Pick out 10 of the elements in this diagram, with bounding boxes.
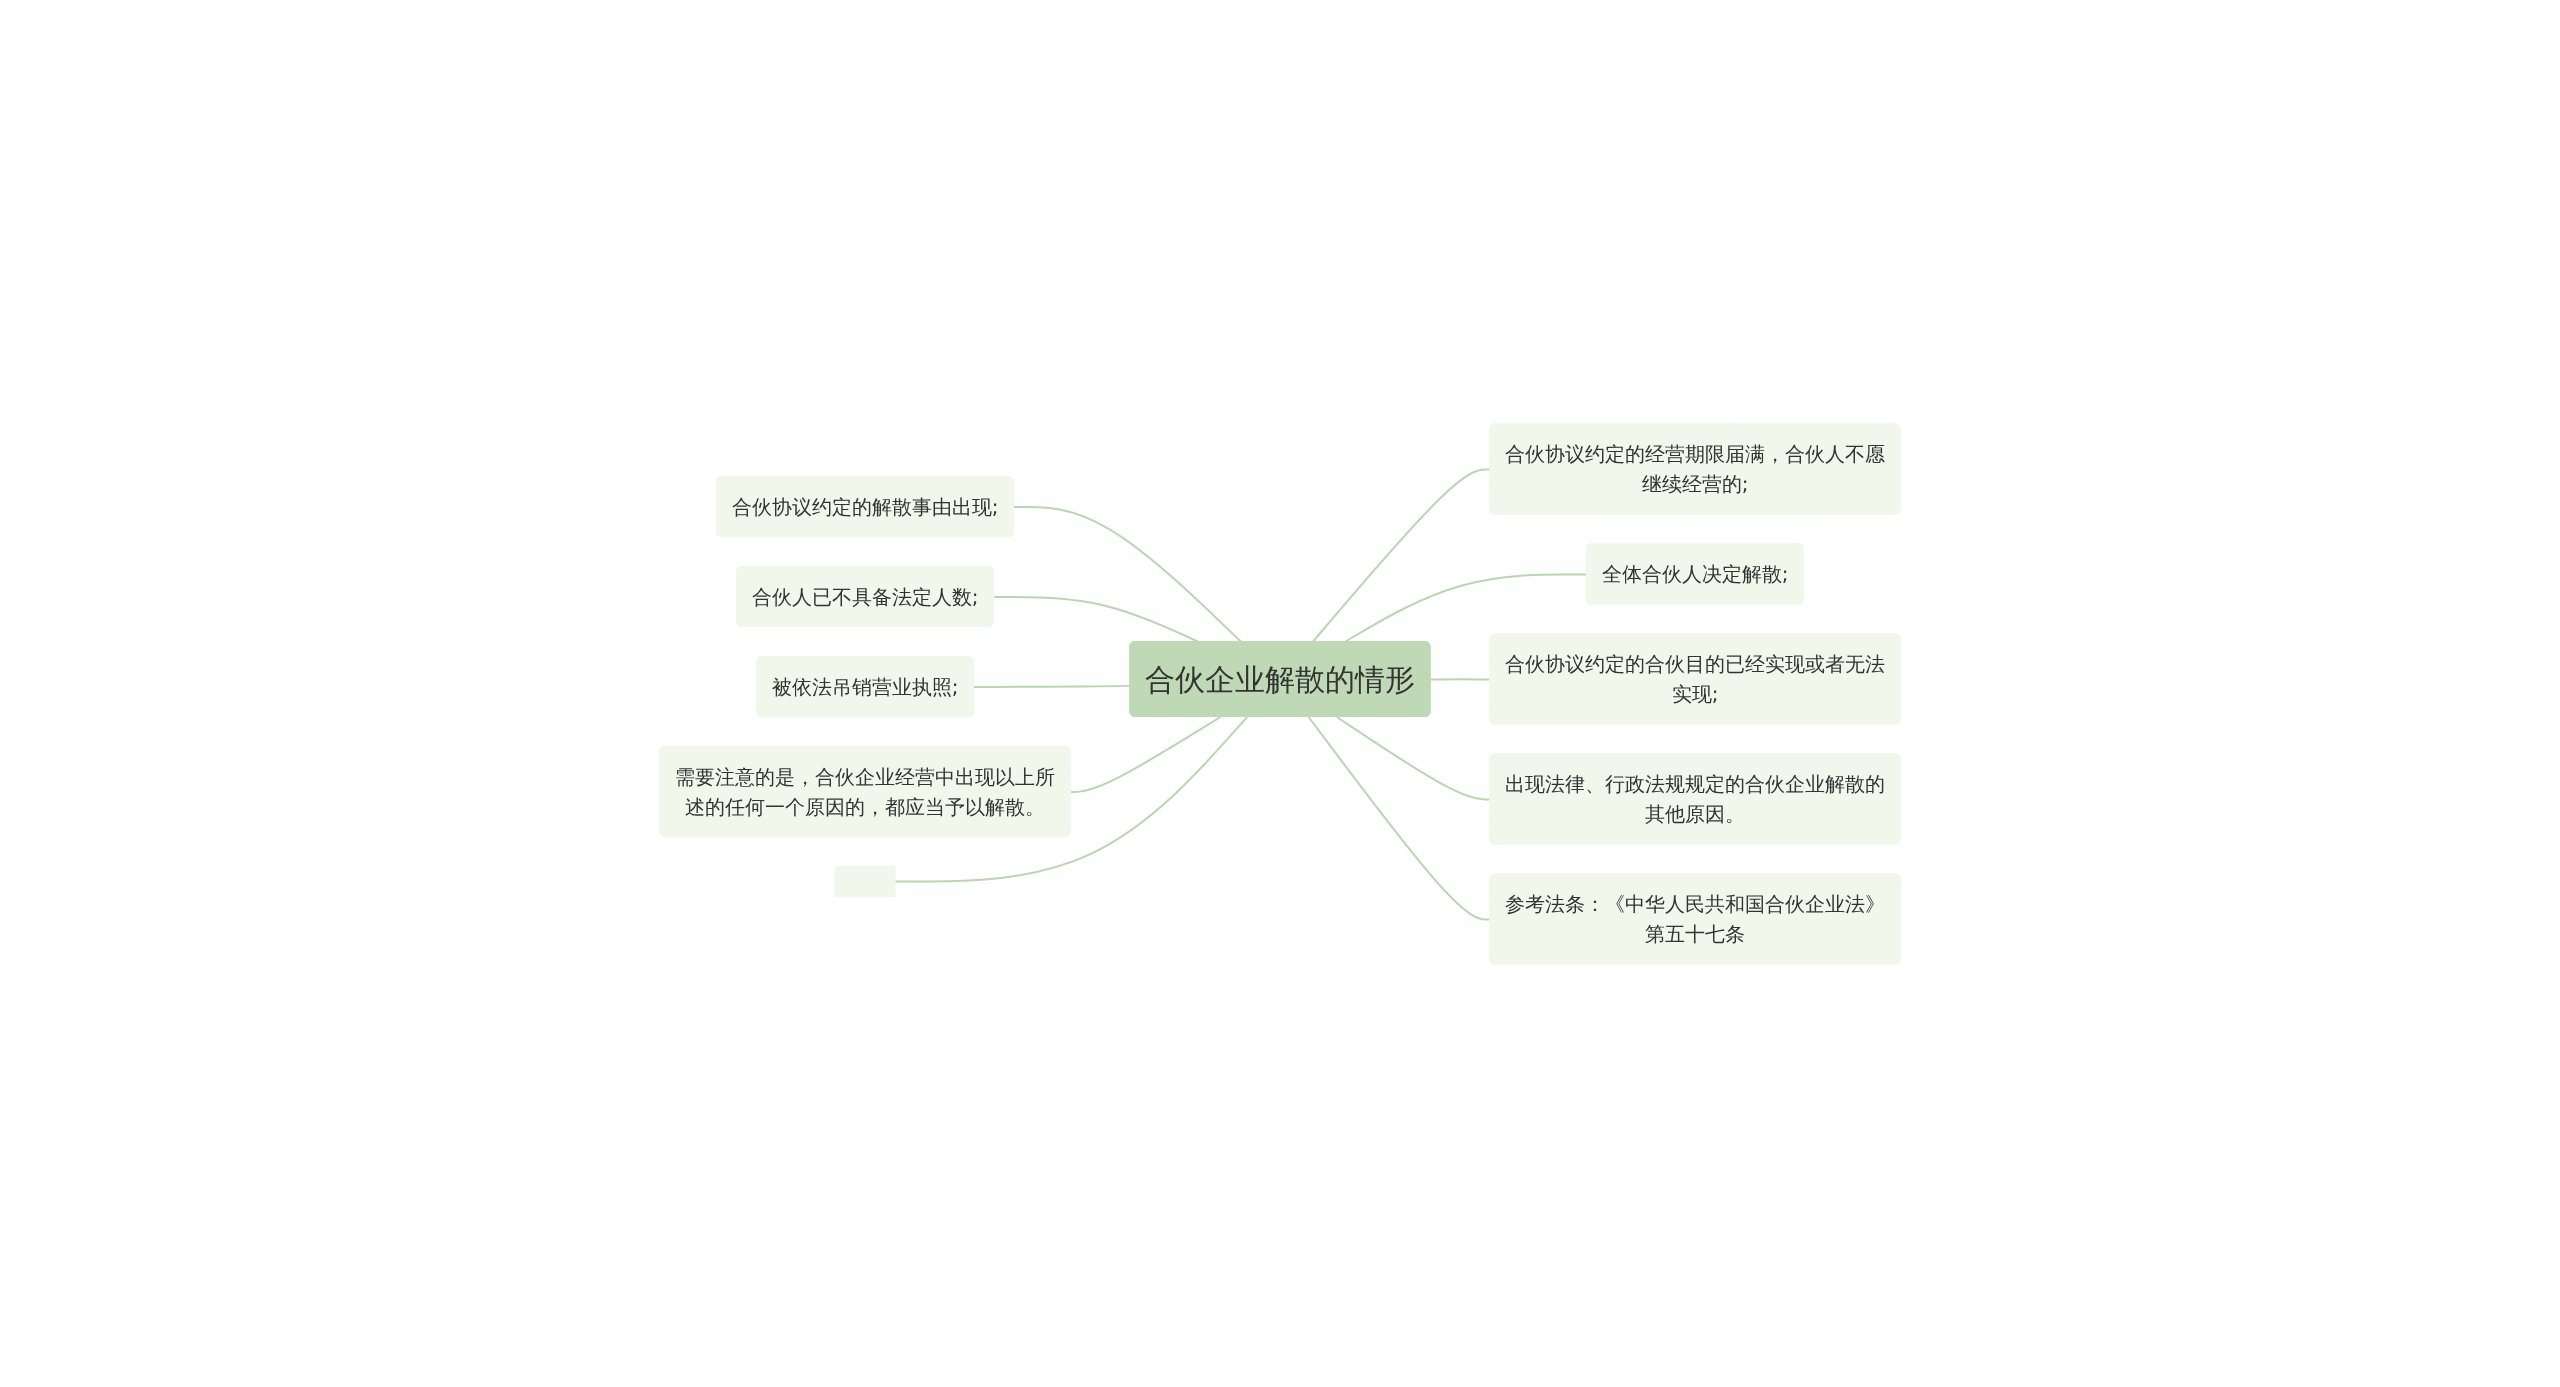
connector (992, 595, 1200, 643)
connector (1335, 715, 1492, 800)
connector (1069, 715, 1222, 793)
connector (1429, 677, 1492, 680)
connector (1012, 505, 1243, 643)
connector (1311, 467, 1492, 643)
node-box (834, 865, 896, 897)
connector (894, 715, 1249, 882)
connector (1307, 715, 1492, 920)
connector (972, 684, 1132, 688)
